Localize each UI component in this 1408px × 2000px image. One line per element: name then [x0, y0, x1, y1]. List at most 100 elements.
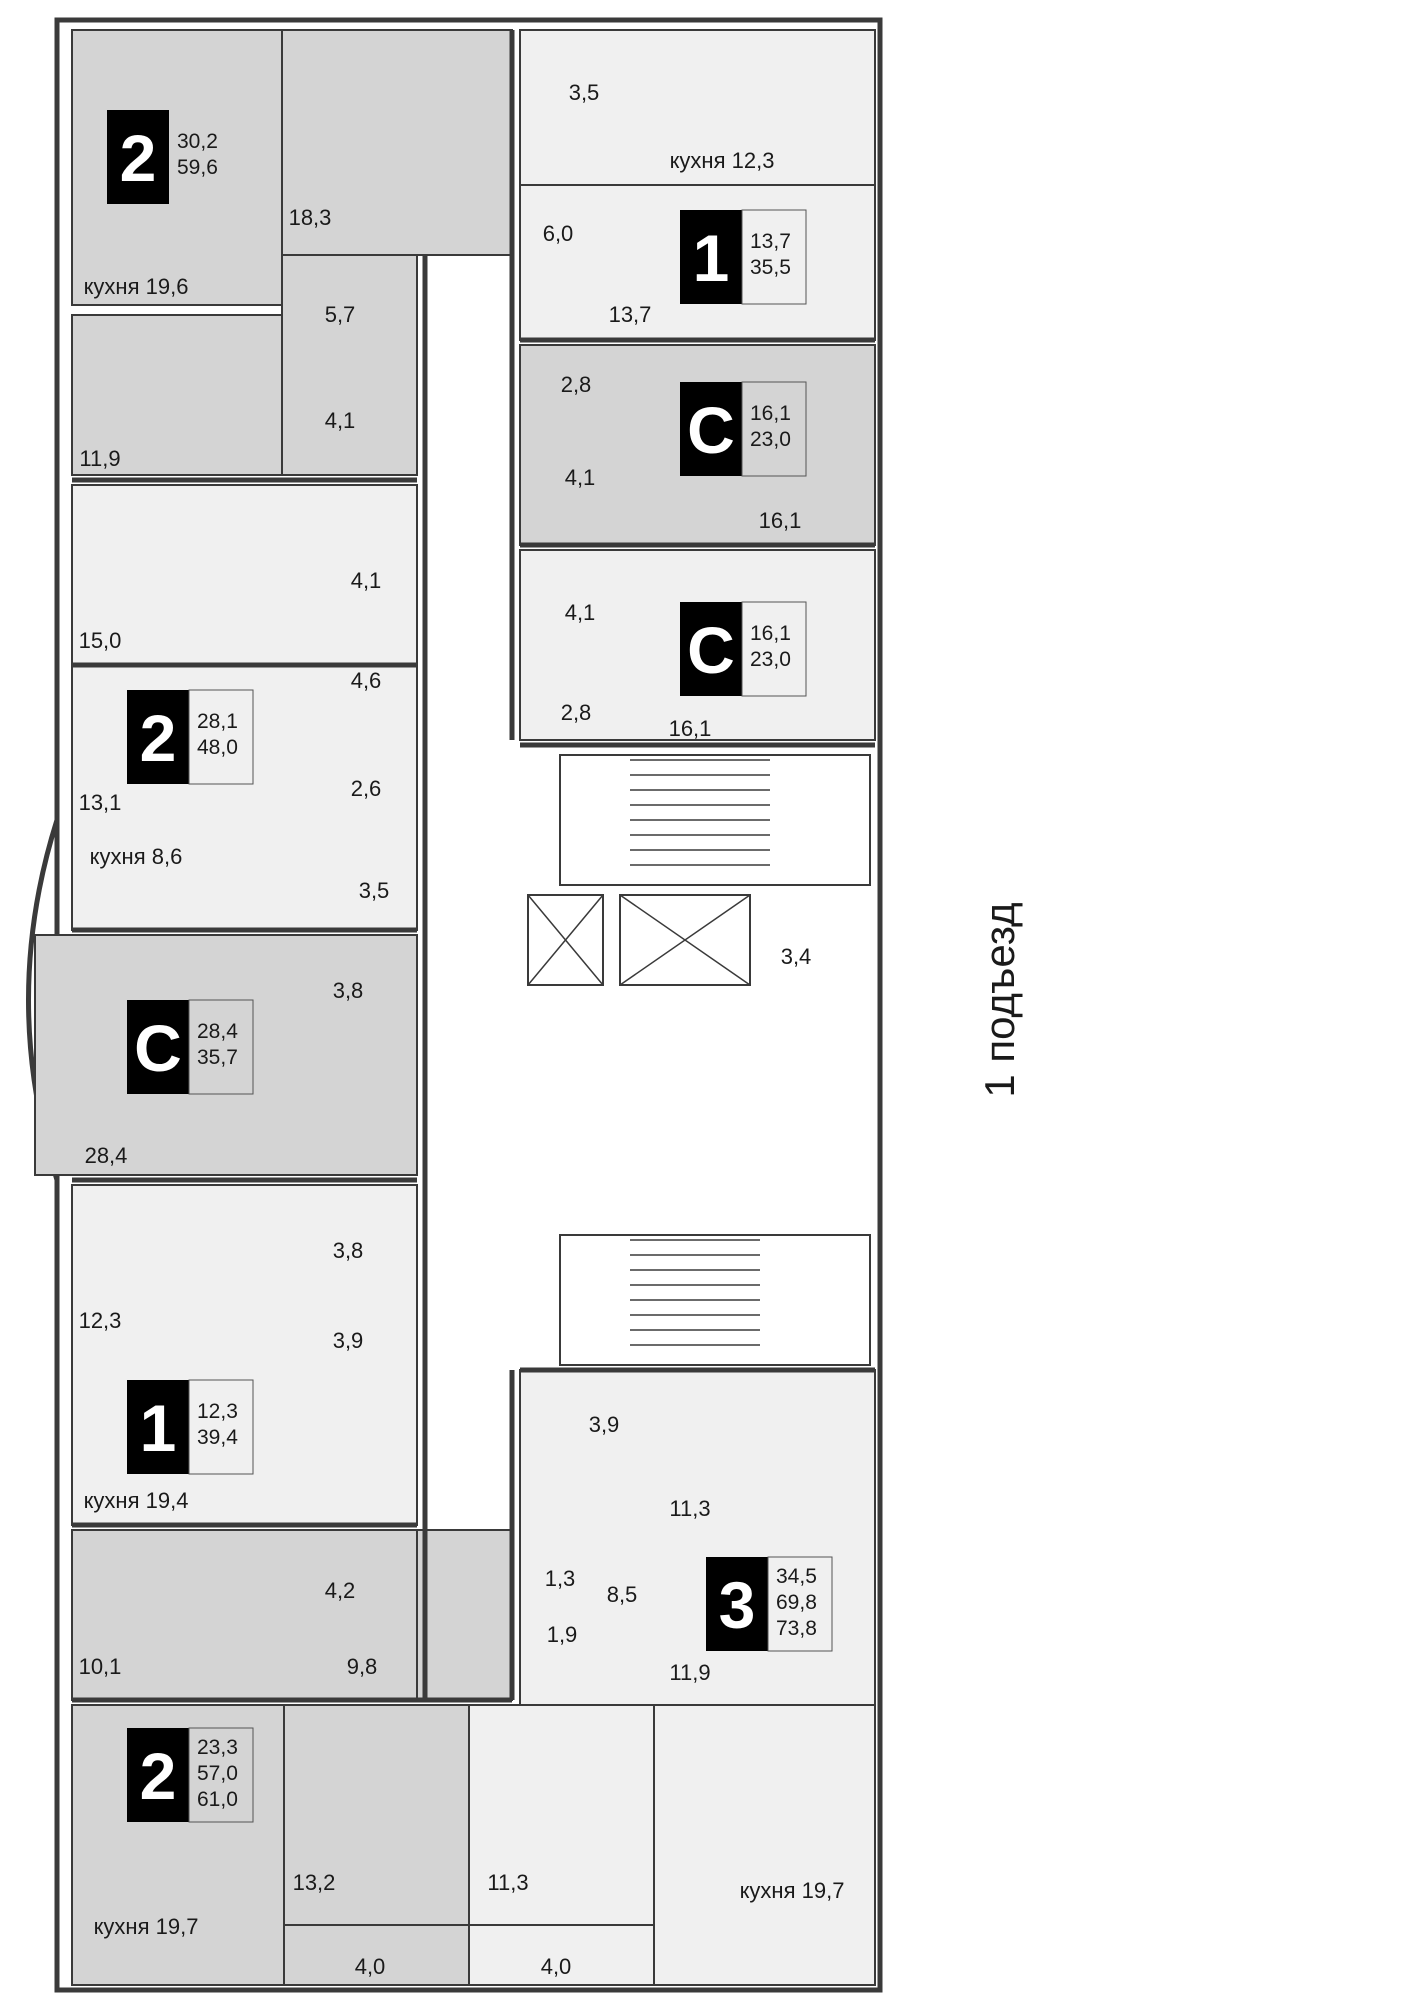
room-label: 4,1 [351, 568, 382, 593]
room-label: 13,7 [609, 302, 652, 327]
apartment-badge: С 28,4 35,7 [127, 999, 254, 1095]
room-label: 2,8 [561, 700, 592, 725]
apartment-area: 73,8 [776, 1617, 817, 1640]
room-label: кухня 19,4 [84, 1488, 189, 1513]
room-zone [71, 484, 418, 666]
apartment-area: 28,4 [197, 1020, 238, 1043]
stair-core [527, 754, 871, 1366]
room-label: 3,9 [333, 1328, 364, 1353]
room-label: 8,5 [607, 1582, 638, 1607]
apartment-type: 2 [120, 121, 157, 195]
room-label: 4,1 [565, 600, 596, 625]
apartment-area: 59,6 [177, 156, 218, 179]
apartment-badge: С 16,1 23,0 [680, 601, 807, 697]
room-zone [71, 1529, 418, 1701]
room-zone [653, 1704, 876, 1986]
staircase [559, 1234, 871, 1366]
room-label: 3,8 [333, 1238, 364, 1263]
apartment-type: 1 [693, 221, 730, 295]
apartment-type: С [687, 613, 735, 687]
room-label: 15,0 [79, 628, 122, 653]
apartment-area: 69,8 [776, 1591, 817, 1614]
room-zone [283, 1924, 470, 1986]
apartment-area: 35,7 [197, 1046, 238, 1069]
room-label: кухня 19,6 [84, 274, 189, 299]
apartment-area: 30,2 [177, 130, 218, 153]
apartment-badge: С 16,1 23,0 [680, 381, 807, 477]
room-label: 11,9 [669, 1660, 710, 1685]
room-label: 4,0 [355, 1954, 386, 1979]
room-label: 4,0 [541, 1954, 572, 1979]
apartment-type: 3 [719, 1568, 756, 1642]
room-label: 13,1 [79, 790, 122, 815]
room-label: 10,1 [79, 1654, 122, 1679]
apartment-area: 16,1 [750, 402, 791, 425]
apartment-area: 57,0 [197, 1762, 238, 1785]
room-zone [71, 664, 418, 931]
room-label: 3,9 [589, 1412, 620, 1437]
room-label: 16,1 [669, 716, 712, 741]
room-label: 9,8 [347, 1654, 378, 1679]
partitions [72, 30, 875, 1703]
apartment-area: 23,3 [197, 1736, 238, 1759]
apartment-area: 61,0 [197, 1788, 238, 1811]
apartment-zones [34, 29, 876, 1986]
room-label: 2,8 [561, 372, 592, 397]
room-zone [468, 1924, 655, 1986]
room-labels: 3,5 кухня 12,3 18,3 6,0 кухня 19,6 13,7 … [79, 80, 845, 1979]
apartment-area: 13,7 [750, 230, 791, 253]
room-label: 11,9 [79, 446, 120, 471]
room-label: 4,6 [351, 668, 382, 693]
room-label: 13,2 [293, 1870, 336, 1895]
room-label: 11,3 [669, 1496, 710, 1521]
room-zone [283, 1704, 470, 1926]
room-zone [519, 1369, 876, 1711]
room-zone [34, 934, 418, 1176]
apartment-badge: 1 12,3 39,4 [127, 1379, 254, 1475]
stair-steps [630, 759, 770, 1346]
room-label: 12,3 [79, 1308, 122, 1333]
room-zone [71, 314, 283, 476]
room-zone [281, 254, 418, 476]
apartment-badge: 2 30,2 59,6 [107, 110, 218, 204]
room-label: 3,4 [781, 944, 812, 969]
room-zone [468, 1704, 655, 1926]
apartment-type: С [687, 393, 735, 467]
room-label: 4,1 [565, 465, 596, 490]
apartment-badge: 1 13,7 35,5 [680, 209, 807, 305]
room-label: 5,7 [325, 302, 356, 327]
room-label: 1,3 [545, 1566, 576, 1591]
apartment-area: 23,0 [750, 428, 791, 451]
apartment-area: 23,0 [750, 648, 791, 671]
apartment-type: С [134, 1011, 182, 1085]
apartment-area: 28,1 [197, 710, 238, 733]
room-label: 3,8 [333, 978, 364, 1003]
room-label: кухня 12,3 [670, 148, 775, 173]
room-label: 16,1 [759, 508, 802, 533]
apartment-type: 2 [140, 1739, 177, 1813]
apartment-badge: 2 23,3 57,0 61,0 [127, 1727, 254, 1823]
room-label: 1,9 [547, 1622, 578, 1647]
room-label: 3,5 [359, 878, 390, 903]
room-zone [416, 1529, 513, 1701]
room-label: 18,3 [289, 205, 332, 230]
apartment-area: 48,0 [197, 736, 238, 759]
apartment-badges: 2 30,2 59,6 1 13,7 35,5 С 16,1 23,0 С 16… [107, 110, 833, 1823]
room-label: 3,5 [569, 80, 600, 105]
room-label: 4,1 [325, 408, 356, 433]
entrance-label: 1 подъезд [976, 902, 1023, 1098]
apartment-type: 1 [140, 1391, 177, 1465]
room-label: 11,3 [487, 1870, 528, 1895]
apartment-area: 12,3 [197, 1400, 238, 1423]
apartment-area: 35,5 [750, 256, 791, 279]
apartment-area: 16,1 [750, 622, 791, 645]
room-zone [71, 29, 283, 306]
apartment-badge: 2 28,1 48,0 [127, 689, 254, 785]
room-label: кухня 19,7 [94, 1914, 199, 1939]
apartment-area: 39,4 [197, 1426, 238, 1449]
room-zone [519, 29, 876, 186]
apartment-type: 2 [140, 701, 177, 775]
room-label: 28,4 [85, 1143, 128, 1168]
room-label: кухня 8,6 [90, 844, 183, 869]
